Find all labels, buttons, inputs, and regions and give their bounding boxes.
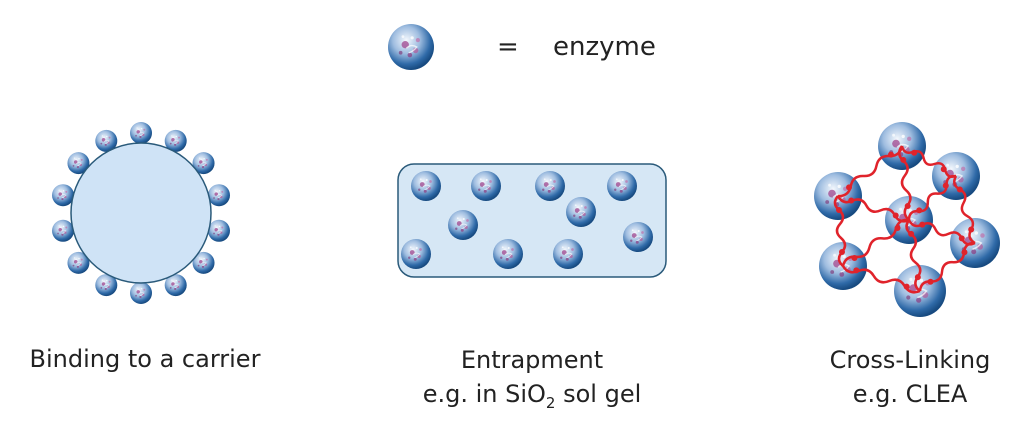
legend: = enzyme <box>387 23 656 71</box>
entrapment-group <box>397 163 667 278</box>
legend-equals: = <box>497 32 519 62</box>
carrier-enzyme-icon <box>51 219 75 243</box>
linker-node <box>940 166 947 173</box>
linker-node <box>853 267 860 274</box>
crosslinking-example: e.g. CLEA <box>852 380 968 408</box>
linker-node <box>919 221 926 228</box>
sol-gel-matrix <box>397 163 667 278</box>
carrier-group <box>51 121 231 305</box>
crosslink-group <box>813 121 1001 318</box>
legend-enzyme-label: enzyme <box>553 32 656 62</box>
linker-node <box>894 225 901 232</box>
carrier-enzyme-icon <box>207 219 231 243</box>
linker-node <box>892 212 899 219</box>
entrapped-enzyme-icon <box>470 170 502 202</box>
binding-title: Binding to a carrier <box>29 345 261 373</box>
carrier-enzyme-icon <box>129 121 153 145</box>
linker-node <box>958 235 965 242</box>
entrapment-title: Entrapment <box>460 346 604 374</box>
entrapped-enzyme-icon <box>552 238 584 270</box>
entrapped-enzyme-icon <box>492 238 524 270</box>
linker-node <box>956 186 963 193</box>
crosslinking-title: Cross-Linking <box>829 346 991 374</box>
carrier-enzyme-icon <box>51 183 75 207</box>
linker-node <box>908 230 915 237</box>
linker-node <box>914 274 921 281</box>
linker-node <box>927 278 934 285</box>
entrapment-example: e.g. in SiO2 sol gel <box>422 380 642 412</box>
entrapped-enzyme-icon <box>447 209 479 241</box>
linker-node <box>916 207 923 214</box>
legend-enzyme-icon <box>387 23 435 71</box>
crosslinking-label: Cross-Linking e.g. CLEA <box>810 343 1010 411</box>
entrapped-enzyme-icon <box>534 170 566 202</box>
linker-node <box>835 206 842 213</box>
linker-node <box>968 226 975 233</box>
linker-node <box>961 249 968 256</box>
linker-node <box>848 197 855 204</box>
entrapped-enzyme-icon <box>400 238 432 270</box>
carrier-bead <box>70 142 212 284</box>
cross-linker-chains <box>833 145 976 294</box>
entrapped-enzyme-icon <box>622 221 654 253</box>
linker-node <box>846 184 853 191</box>
linker-node <box>904 203 911 210</box>
linker-node <box>942 182 949 189</box>
entrapped-enzyme-icon <box>410 170 442 202</box>
binding-label: Binding to a carrier <box>0 342 290 376</box>
entrapped-enzyme-icon <box>565 196 597 228</box>
carrier-enzyme-icon <box>207 183 231 207</box>
linker-node <box>887 151 894 158</box>
entrapment-label: Entrapment e.g. in SiO2 sol gel <box>382 343 682 420</box>
linker-node <box>839 249 846 256</box>
entrapped-enzyme-icon <box>606 170 638 202</box>
carrier-enzyme-icon <box>129 281 153 305</box>
linker-node <box>903 283 910 290</box>
linker-node <box>900 156 907 163</box>
linker-node <box>851 254 858 261</box>
linker-node <box>911 149 918 156</box>
